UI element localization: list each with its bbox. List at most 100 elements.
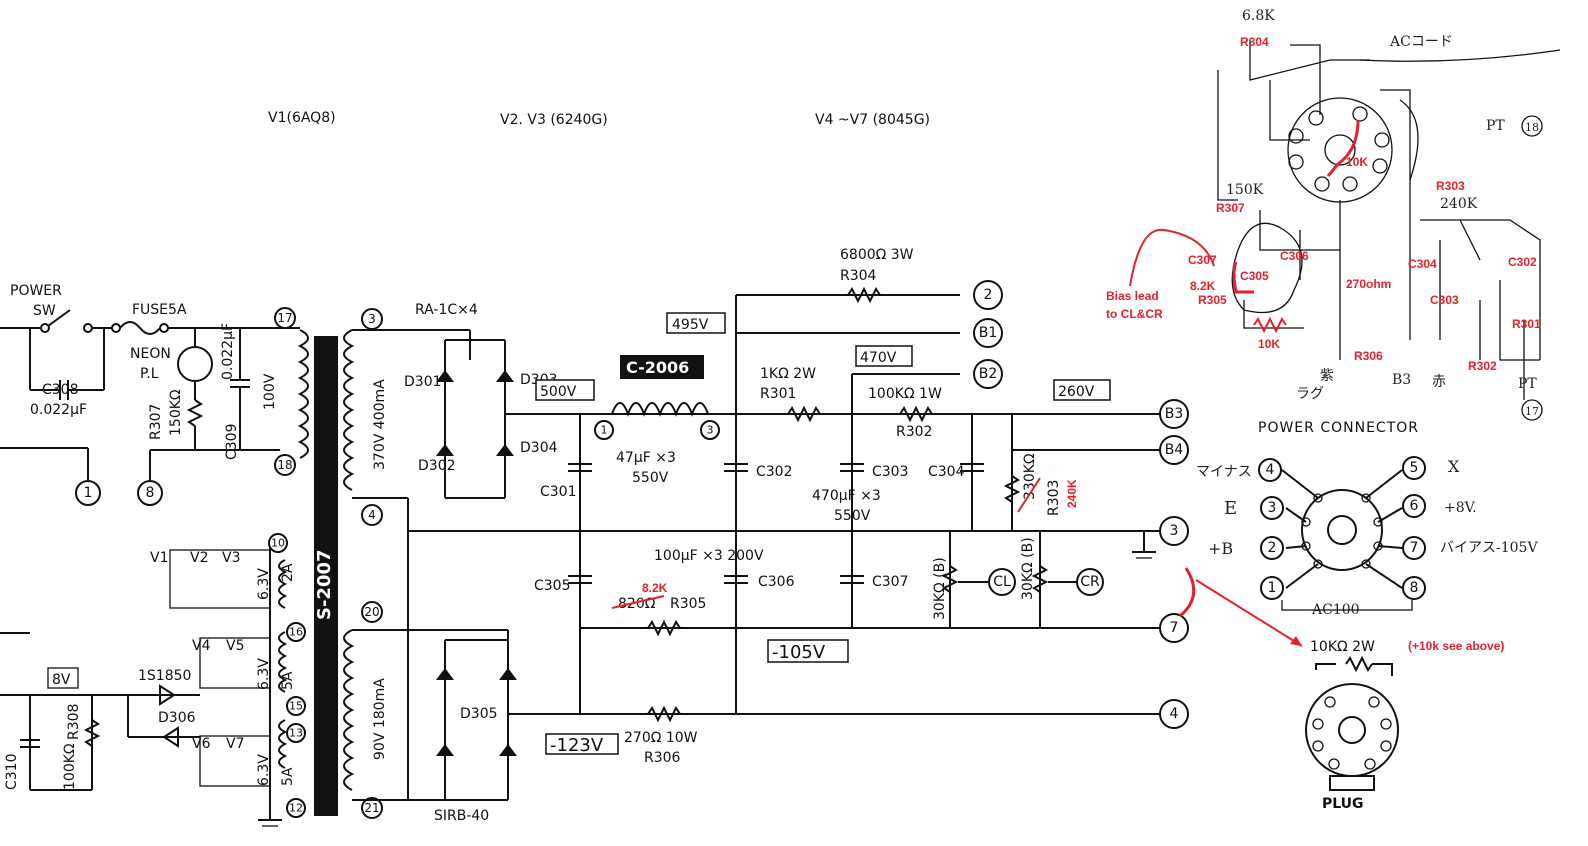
connector-pin-6: 6	[1402, 494, 1426, 518]
arrow-head-icon	[1290, 636, 1302, 646]
terminal-13: 13	[286, 723, 306, 743]
pot1-label: 30KΩ (B)	[932, 557, 948, 620]
plug-body	[1305, 655, 1399, 791]
svg-text:3: 3	[1268, 500, 1277, 516]
svg-text:4: 4	[1266, 462, 1275, 478]
r302-value: 100KΩ 1W	[868, 386, 942, 402]
pot-cr	[1031, 565, 1049, 593]
svg-text:B1: B1	[979, 325, 998, 341]
hw-red: 赤	[1432, 374, 1446, 390]
bridge-rectifier-lv	[352, 629, 580, 801]
wiring-270ohm: 270ohm	[1346, 277, 1391, 291]
bias-lead-1: Bias lead	[1106, 289, 1159, 303]
r303-label: R303	[1046, 480, 1062, 516]
r303-resistor	[1003, 475, 1021, 503]
power-label: POWER	[10, 283, 62, 299]
terminal-12: 12	[286, 798, 306, 818]
svg-text:2: 2	[984, 287, 993, 303]
heater-tube-v6: V6	[192, 736, 211, 752]
d304-label: D304	[520, 440, 558, 456]
terminal-17: 17	[274, 307, 296, 329]
svg-text:2: 2	[1268, 540, 1277, 556]
plug-label: PLUG	[1322, 796, 1364, 812]
r301-value: 1KΩ 2W	[760, 366, 816, 382]
primary-winding	[297, 329, 309, 459]
heater-tube-v3: V3	[222, 550, 240, 566]
c308-label: C308	[42, 382, 79, 398]
r308-resistor	[83, 719, 101, 747]
diode-1s1850-icon	[159, 684, 176, 706]
bias-bracket	[1179, 567, 1196, 618]
node-b4: B4	[1159, 435, 1189, 465]
node-b1: B1	[973, 318, 1003, 348]
red-10k-resistor	[1253, 316, 1287, 334]
hw-240k: 240K	[1440, 196, 1478, 212]
bridge-rectifier-hv	[352, 329, 740, 800]
connector-bias: バイアス-105V	[1440, 540, 1538, 556]
r304-value: 6800Ω 3W	[840, 247, 914, 263]
connector-pin-1: 1	[1260, 576, 1284, 600]
v123-label: -123V	[550, 735, 604, 756]
c303-label: C303	[872, 464, 909, 480]
svg-text:6: 6	[1410, 498, 1419, 514]
pot2-label: 30KΩ (B)	[1020, 537, 1036, 600]
svg-text:B4: B4	[1165, 442, 1184, 458]
r304-label: R304	[840, 268, 877, 284]
svg-text:CL: CL	[993, 574, 1011, 590]
r308-label: R308	[66, 704, 82, 740]
r306-resistor	[647, 705, 681, 723]
svg-text:4: 4	[1170, 706, 1179, 722]
d1s-label: 1S1850	[138, 668, 191, 684]
node-b2: B2	[973, 359, 1003, 389]
wiring-c303: C303	[1430, 293, 1459, 307]
hv-secondary-winding	[343, 329, 355, 491]
v500-label: 500V	[540, 384, 577, 400]
node-4: 4	[1159, 699, 1189, 729]
wiring-c304: C304	[1408, 257, 1437, 271]
heater-v1-label: 6.3V	[256, 568, 272, 600]
v105-label: -105V	[772, 642, 826, 663]
red-r305-wire	[1232, 261, 1254, 294]
connector-pin-5: 5	[1402, 456, 1426, 480]
sw-label: SW	[33, 303, 56, 319]
choke-label-box	[620, 355, 704, 379]
hw-pt-17-num: 17	[1525, 405, 1539, 418]
svg-text:18: 18	[277, 458, 292, 472]
svg-text:10: 10	[271, 537, 285, 550]
hw-pt-18-num: 18	[1525, 121, 1539, 134]
svg-text:13: 13	[289, 727, 303, 740]
plug-note: (+10k see above)	[1408, 639, 1504, 653]
hw-150k: 150K	[1226, 182, 1264, 198]
connector-e: E	[1224, 498, 1237, 519]
c306-label: C306	[758, 574, 795, 590]
hw-pt-18-circle	[1521, 115, 1543, 137]
svg-text:21: 21	[364, 801, 379, 815]
svg-text:B3: B3	[1165, 406, 1184, 422]
v260-label: 260V	[1058, 384, 1095, 400]
connector-pin-4: 4	[1258, 458, 1282, 482]
c304-label: C304	[928, 464, 965, 480]
node-b3: B3	[1159, 399, 1189, 429]
connector-pin-2: 2	[1260, 536, 1284, 560]
wiring-r304: R304	[1240, 35, 1269, 49]
connector-8v: +8V.	[1444, 500, 1477, 516]
terminal-16: 16	[286, 622, 306, 642]
transformer-label: S-2007	[314, 549, 335, 620]
tube-heaters	[169, 549, 271, 787]
terminal-18: 18	[274, 454, 296, 476]
node-1-left: 1	[75, 480, 101, 506]
hw-lug: ラグ	[1296, 386, 1324, 402]
connector-minus: マイナス	[1196, 464, 1252, 480]
lv-secondary-label: 90V 180mA	[372, 678, 388, 760]
wiring-c302: C302	[1508, 255, 1537, 269]
connector-plusb: +B	[1208, 539, 1233, 558]
v500-box	[535, 379, 595, 401]
v1-label: V1(6AQ8)	[268, 110, 336, 126]
r301-resistor	[787, 405, 821, 423]
filter-capacitors	[568, 463, 984, 584]
hw-6-8k: 6.8K	[1242, 8, 1275, 24]
r305-mod: 8.2K	[642, 581, 668, 595]
cap2-label: 470µF ×3	[812, 488, 881, 504]
mains-wiring	[0, 309, 300, 634]
